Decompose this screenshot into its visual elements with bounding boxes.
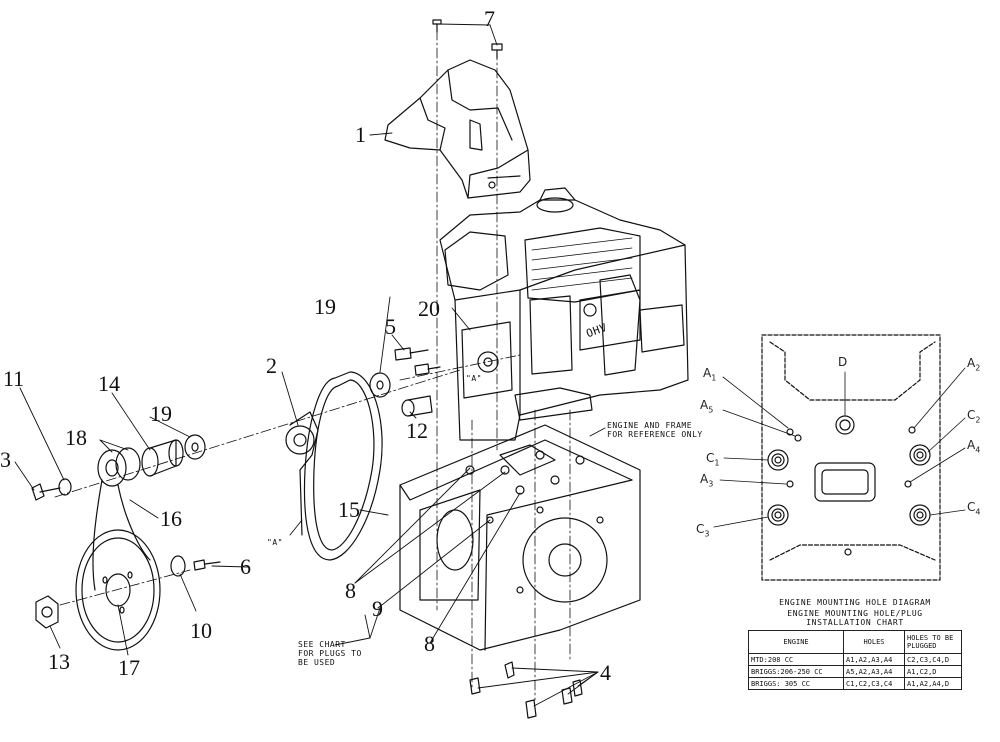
spacer-part-12 [401, 395, 433, 417]
leader-lines [14, 23, 606, 707]
washer-part-10 [170, 555, 186, 577]
hole-label-a3: A3 [700, 472, 714, 489]
callout-8b: 8 [424, 631, 435, 656]
table-row: MTD:208 CC A1,A2,A3,A4 C2,C3,C4,D [748, 653, 962, 666]
hole-label-a4: A4 [967, 438, 981, 455]
hub-part-13 [35, 595, 59, 629]
table-row: BRIGGS: 305 CC C1,C2,C3,C4 A1,A2,A4,D [748, 677, 962, 690]
callout-20: 20 [418, 296, 440, 321]
table-row: BRIGGS:206-250 CC A5,A2,A3,A4 A1,C2,D [748, 665, 962, 678]
header-engine: ENGINE [748, 630, 844, 654]
callout-16: 16 [160, 506, 182, 531]
hole-label-a2: A2 [967, 356, 981, 373]
callout-3: 3 [0, 447, 11, 472]
washer-part-11 [58, 478, 72, 496]
table-header-row: ENGINE HOLES HOLES TO BE PLUGGED [748, 630, 962, 654]
plug-installation-table: ENGINE HOLES HOLES TO BE PLUGGED MTD:208… [748, 630, 962, 690]
callout-19b: 19 [150, 401, 172, 426]
callout-18: 18 [65, 425, 87, 450]
callout-9: 9 [372, 596, 383, 621]
hole-label-d: D [838, 355, 848, 369]
table-cell: A1,A2,A4,D [904, 677, 962, 690]
hole-diagram-title: ENGINE MOUNTING HOLE DIAGRAM [779, 598, 931, 607]
table-cell: A1,C2,D [904, 665, 962, 678]
callout-10: 10 [190, 618, 212, 643]
callout-14: 14 [98, 371, 120, 396]
callout-6: 6 [240, 554, 251, 579]
auger-pulley-part-17 [75, 529, 161, 651]
pulley-part-14 [141, 439, 184, 477]
header-holes-plugged: HOLES TO BE PLUGGED [904, 630, 962, 654]
screw-parts-7 [432, 19, 503, 59]
belt-cover-part [384, 59, 531, 199]
callout-15: 15 [338, 497, 360, 522]
bolt-part-3 [31, 483, 61, 501]
callout-12: 12 [406, 418, 428, 443]
table-cell: A5,A2,A3,A4 [843, 665, 905, 678]
callout-17: 17 [118, 655, 140, 680]
engine-part [439, 187, 689, 441]
center-lines [54, 29, 571, 701]
hole-label-a1: A1 [703, 366, 717, 383]
callout-5: 5 [385, 314, 396, 339]
callout-7: 7 [484, 6, 495, 31]
bolt-parts-5 [394, 347, 441, 376]
ref-a-label-1: "A" [267, 538, 283, 547]
table-cell: MTD:208 CC [748, 653, 844, 666]
washer-parts-19 [184, 372, 391, 460]
table-cell: BRIGGS:206-250 CC [748, 665, 844, 678]
hole-label-a5: A5 [700, 398, 714, 415]
bolt-part-6 [193, 559, 221, 571]
ref-a-label-2: "A" [466, 374, 482, 383]
callout-4: 4 [600, 660, 611, 685]
idler-bracket-part-2 [285, 411, 319, 536]
plug-chart-title-line2: INSTALLATION CHART [806, 618, 904, 627]
table-cell: BRIGGS: 305 CC [748, 677, 844, 690]
hole-diagram-plate [713, 334, 966, 581]
hole-label-c4: C4 [967, 500, 981, 517]
hole-label-c2: C2 [967, 408, 981, 425]
see-chart-note: SEE CHART FOR PLUGS TO BE USED [298, 640, 362, 667]
plug-chart-title-line1: ENGINE MOUNTING HOLE/PLUG [787, 609, 923, 618]
callout-2: 2 [266, 353, 277, 378]
hole-label-c3: C3 [696, 522, 710, 539]
callout-8a: 8 [345, 578, 356, 603]
header-holes: HOLES [843, 630, 905, 654]
callout-1: 1 [355, 122, 366, 147]
table-cell: C1,C2,C3,C4 [843, 677, 905, 690]
table-cell: A1,A2,A3,A4 [843, 653, 905, 666]
belt-part-15 [303, 371, 383, 561]
engine-frame-note: ENGINE AND FRAME FOR REFERENCE ONLY [607, 421, 703, 439]
frame-part [399, 424, 641, 651]
belt-part-16 [92, 479, 151, 591]
callout-19a: 19 [314, 294, 336, 319]
pulley-part-18 [97, 447, 141, 487]
hole-label-c1: C1 [706, 451, 720, 468]
table-cell: C2,C3,C4,D [904, 653, 962, 666]
callout-13: 13 [48, 649, 70, 674]
callout-11: 11 [3, 366, 25, 391]
